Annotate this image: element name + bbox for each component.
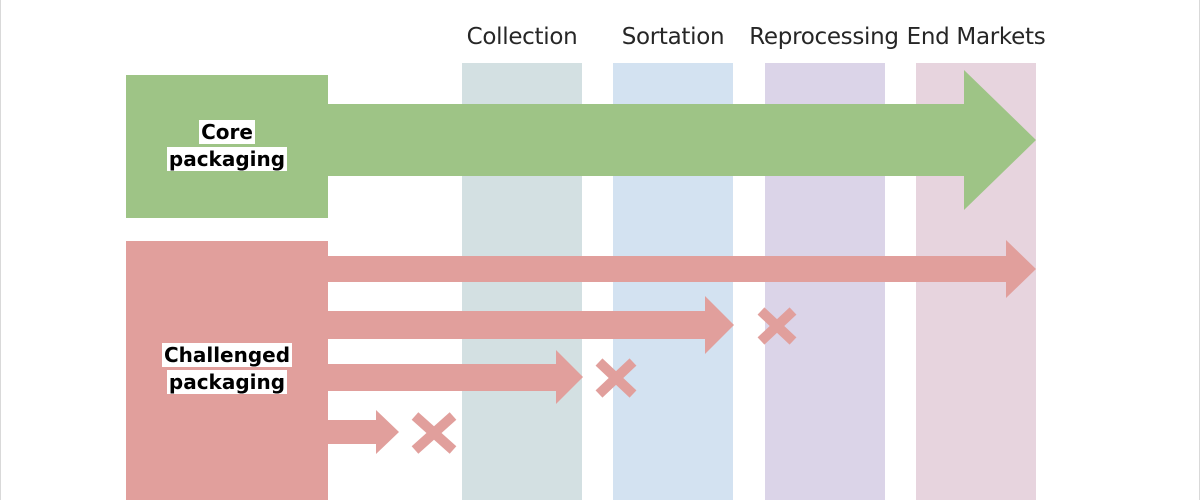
core-packaging-label: Core packaging (126, 119, 328, 173)
core-packaging-box: Core packaging (126, 75, 328, 218)
challenged-packaging-box: Challenged packaging (126, 241, 328, 500)
challenged-packaging-label: Challenged packaging (126, 342, 328, 396)
challenged-arrow-end-markets (321, 240, 1036, 298)
block-cross-icon (757, 307, 797, 345)
core-arrow (321, 70, 1036, 210)
core-label-line2: packaging (166, 147, 288, 171)
challenged-arrow-short (321, 410, 399, 454)
stage-label-end-markets: End Markets (906, 24, 1046, 50)
core-label-line1: Core (199, 120, 255, 144)
challenged-arrow-sortation (321, 296, 734, 354)
stage-label-collection: Collection (466, 24, 578, 50)
stage-label-reprocessing: Reprocessing (749, 24, 899, 50)
block-cross-icon (595, 358, 637, 398)
challenged-label-line1: Challenged (161, 343, 293, 367)
stage-label-sortation: Sortation (621, 24, 725, 50)
challenged-arrow-collection (321, 350, 583, 404)
challenged-label-line2: packaging (166, 370, 288, 394)
block-cross-icon (411, 412, 457, 454)
